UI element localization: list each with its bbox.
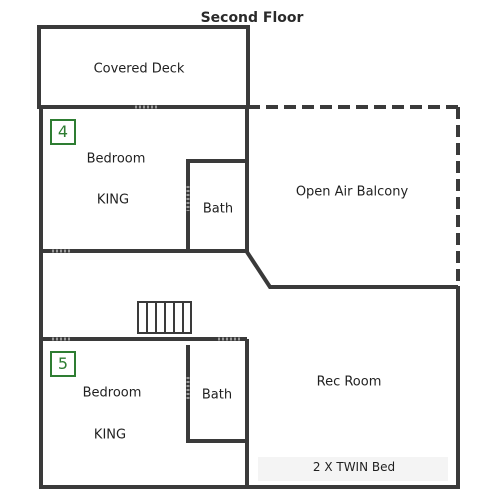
bath4-wall [186,159,247,251]
page-title: Second Floor [200,10,304,26]
room-number-badge-4: 4 [50,119,76,145]
open-air-balcony-label: Open Air Balcony [295,184,409,200]
bedroom-4-bed-label: KING [96,192,130,208]
bedroom-5-label: Bedroom [82,385,142,401]
covered-deck-label: Covered Deck [93,61,185,77]
rec-room-window [258,457,448,481]
main-outline [39,107,460,489]
bath-4-label: Bath [202,201,234,217]
room-number-badge-5: 5 [50,351,76,377]
bedroom-4-label: Bedroom [86,151,146,167]
doors [52,105,240,400]
rec-room-beds-label: 2 X TWIN Bed [312,460,396,474]
balcony-railing [248,105,460,286]
bath-5-label: Bath [201,387,233,403]
rec-room-label: Rec Room [316,374,382,390]
bedroom-5-bed-label: KING [93,427,127,443]
balcony-bottom-wall [245,250,458,289]
stairs-icon [137,301,192,334]
